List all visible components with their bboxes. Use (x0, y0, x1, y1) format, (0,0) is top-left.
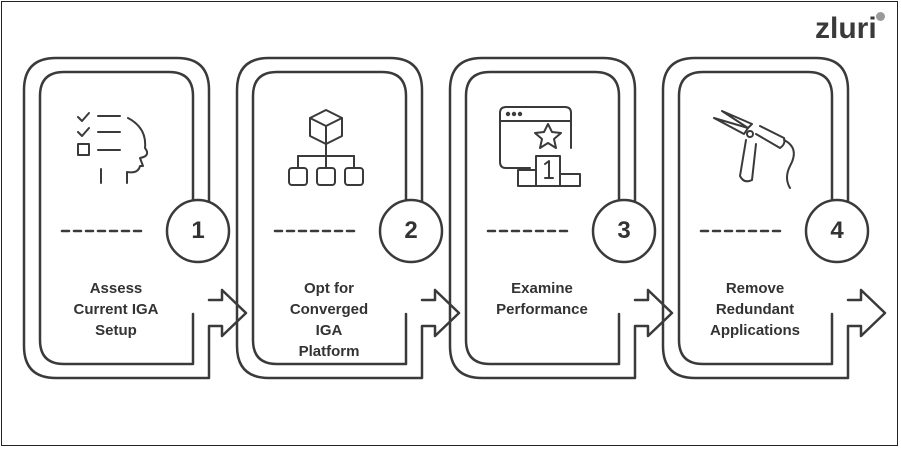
browser-podium-star-icon (499, 106, 581, 187)
step-label-1: Assess Current IGA Setup (73, 280, 159, 339)
step-number-4: 4 (830, 217, 844, 244)
step-label-4: Remove Redundant Applications (709, 280, 800, 339)
step-4-card (661, 56, 887, 380)
step-label-2: Opt for Converged IGA Platform (289, 280, 369, 360)
zluri-logo: zluri (815, 12, 877, 45)
step-2-card (235, 56, 461, 380)
step-number-1: 1 (191, 217, 205, 244)
wire-cutter-icon (713, 110, 795, 189)
step-number-3: 3 (617, 217, 631, 244)
step-label-3: Examine Performance (496, 280, 588, 318)
hierarchy-cube-icon (288, 109, 364, 186)
logo-dot (876, 12, 885, 21)
checklist-head-icon (77, 112, 149, 184)
step-3-card (448, 56, 674, 380)
step-number-2: 2 (404, 217, 418, 244)
step-1-card (22, 56, 248, 380)
